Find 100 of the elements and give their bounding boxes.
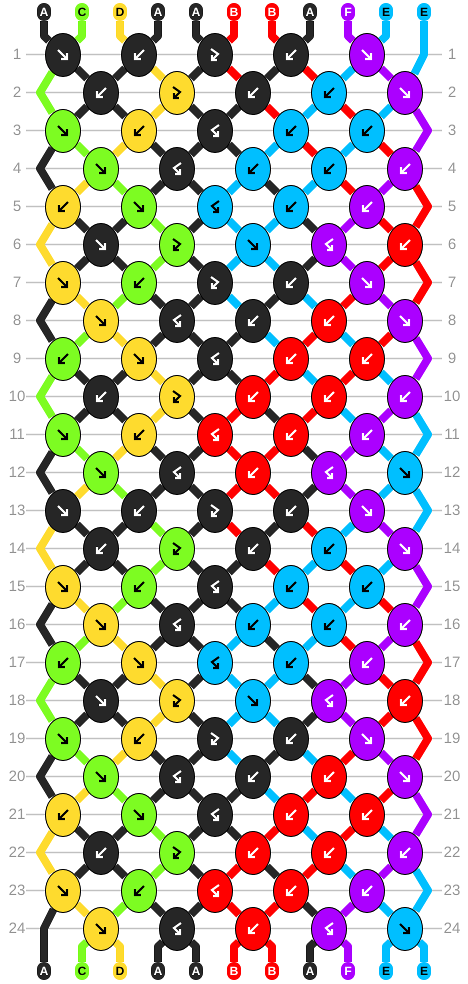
row-number: 2	[12, 84, 22, 102]
thread-line	[226, 370, 242, 386]
thread-letter: A	[303, 962, 317, 980]
thread-line	[340, 332, 356, 348]
thread-line	[74, 712, 90, 728]
thread-line	[116, 21, 128, 44]
row-number: 10	[8, 388, 26, 406]
row-number: 9	[12, 350, 22, 368]
thread-line	[378, 104, 394, 120]
knot	[45, 184, 81, 228]
thread-line	[340, 446, 356, 462]
thread-line	[378, 332, 394, 348]
knot	[45, 640, 81, 684]
thread-line	[112, 484, 128, 500]
thread-line	[150, 218, 166, 234]
thread-line	[150, 864, 166, 880]
thread-line	[264, 864, 280, 880]
row-number: 2	[446, 84, 458, 102]
row-number: 24	[8, 920, 26, 938]
thread-line	[188, 66, 204, 82]
thread-line	[188, 332, 204, 348]
thread-line	[340, 256, 356, 272]
thread-line	[340, 864, 356, 880]
row-number: 10	[442, 388, 462, 406]
thread-line	[302, 864, 318, 880]
thread-line	[36, 526, 56, 571]
thread-line	[378, 636, 394, 652]
thread-letter: B	[227, 962, 241, 980]
thread-line	[36, 146, 56, 191]
knot	[387, 70, 423, 114]
thread-line	[188, 218, 204, 234]
thread-line	[378, 484, 394, 500]
knot	[45, 108, 81, 152]
thread-line	[302, 294, 318, 310]
thread-line	[378, 180, 394, 196]
thread-line	[226, 408, 242, 424]
row-number: 15	[8, 578, 26, 596]
thread-line	[74, 674, 90, 690]
thread-line	[36, 450, 56, 495]
row-number: 20	[442, 768, 462, 786]
thread-line	[302, 180, 318, 196]
thread-line	[188, 674, 204, 690]
thread-line	[340, 180, 356, 196]
thread-line	[340, 560, 356, 576]
row-number: 21	[442, 806, 462, 824]
thread-line	[150, 21, 162, 44]
knot	[45, 716, 81, 760]
thread-line	[112, 294, 128, 310]
thread-line	[150, 902, 166, 918]
row-number: 16	[442, 616, 462, 634]
thread-line	[188, 864, 204, 880]
thread-line	[340, 598, 356, 614]
thread-line	[150, 332, 166, 348]
thread-line	[302, 142, 318, 158]
thread-line	[188, 104, 204, 120]
thread-line	[412, 868, 432, 913]
thread-letter: A	[151, 3, 165, 21]
thread-line	[74, 902, 90, 918]
thread-line	[264, 142, 280, 158]
knot	[387, 906, 423, 950]
thread-line	[340, 142, 356, 158]
thread-line	[340, 370, 356, 386]
thread-line	[188, 446, 204, 462]
thread-line	[264, 939, 276, 962]
thread-line	[112, 636, 128, 652]
row-number: 15	[442, 578, 462, 596]
thread-line	[112, 522, 128, 538]
row-number: 1	[12, 46, 22, 64]
thread-line	[112, 142, 128, 158]
knot	[45, 564, 81, 608]
thread-line	[378, 256, 394, 272]
knot	[45, 260, 81, 304]
thread-line	[188, 370, 204, 386]
thread-line	[226, 636, 242, 652]
thread-line	[378, 826, 394, 842]
thread-line	[150, 142, 166, 158]
thread-line	[112, 864, 128, 880]
thread-line	[344, 21, 356, 44]
thread-letter: A	[37, 962, 51, 980]
thread-line	[74, 218, 90, 234]
thread-line	[112, 66, 128, 82]
thread-line	[264, 104, 280, 120]
thread-line	[340, 66, 356, 82]
thread-line	[74, 484, 90, 500]
thread-line	[36, 374, 56, 419]
knot	[45, 792, 81, 836]
row-number: 24	[442, 920, 462, 938]
thread-line	[412, 792, 432, 837]
thread-line	[226, 902, 242, 918]
thread-letter: B	[265, 962, 279, 980]
thread-line	[264, 294, 280, 310]
thread-line	[112, 788, 128, 804]
thread-line	[302, 484, 318, 500]
thread-line	[378, 522, 394, 538]
thread-line	[340, 826, 356, 842]
thread-line	[378, 218, 394, 234]
thread-line	[378, 902, 394, 918]
thread-line	[226, 560, 242, 576]
thread-line	[302, 104, 318, 120]
thread-line	[378, 674, 394, 690]
